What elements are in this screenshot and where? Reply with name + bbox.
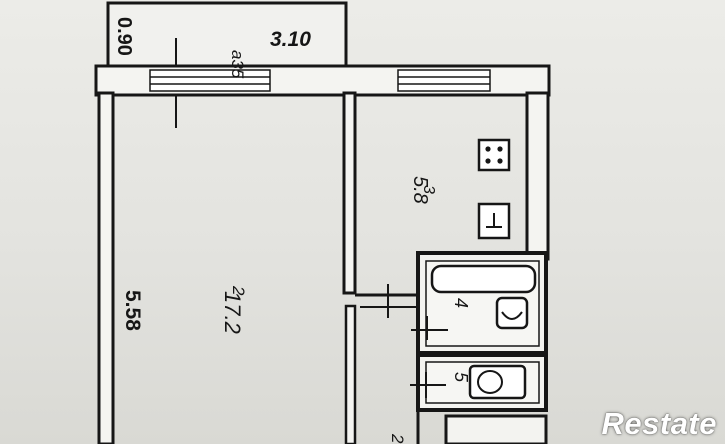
kitchen-sink-tap (486, 213, 502, 228)
bathroom-sink-icon (495, 296, 529, 330)
balcony (106, 1, 348, 69)
window-kitchen (397, 69, 491, 92)
wall-living-right-lower (344, 304, 357, 444)
wall-living-left (97, 91, 115, 444)
kitchen-number: 3 (420, 185, 437, 194)
toilet-bowl-icon (477, 370, 503, 394)
bathtub-icon (430, 264, 537, 294)
wall-kitchen-right (525, 91, 550, 261)
wall-lower-right (444, 414, 548, 444)
balcony-width-label: 3.10 (270, 28, 311, 51)
restate-watermark: Restate (601, 406, 717, 441)
living-room-number: 2 (229, 285, 248, 296)
window-living-room (149, 69, 271, 92)
corridor-number: 2 (388, 433, 407, 444)
wall-living-right (342, 91, 357, 295)
bathroom-number: 4 (451, 298, 471, 308)
stove-icon (477, 138, 511, 172)
living-room-length-label: 5.58 (121, 290, 144, 331)
kitchen-area: 5.8 (409, 176, 431, 204)
balcony-note-label: a35 (228, 50, 247, 79)
bathroom-sink-basin (501, 311, 523, 320)
balcony-depth-label: 0.90 (113, 17, 135, 56)
stove-burners (485, 146, 503, 164)
living-room-area: 17.2 (220, 291, 245, 334)
toilet-number: 5 (451, 372, 471, 383)
